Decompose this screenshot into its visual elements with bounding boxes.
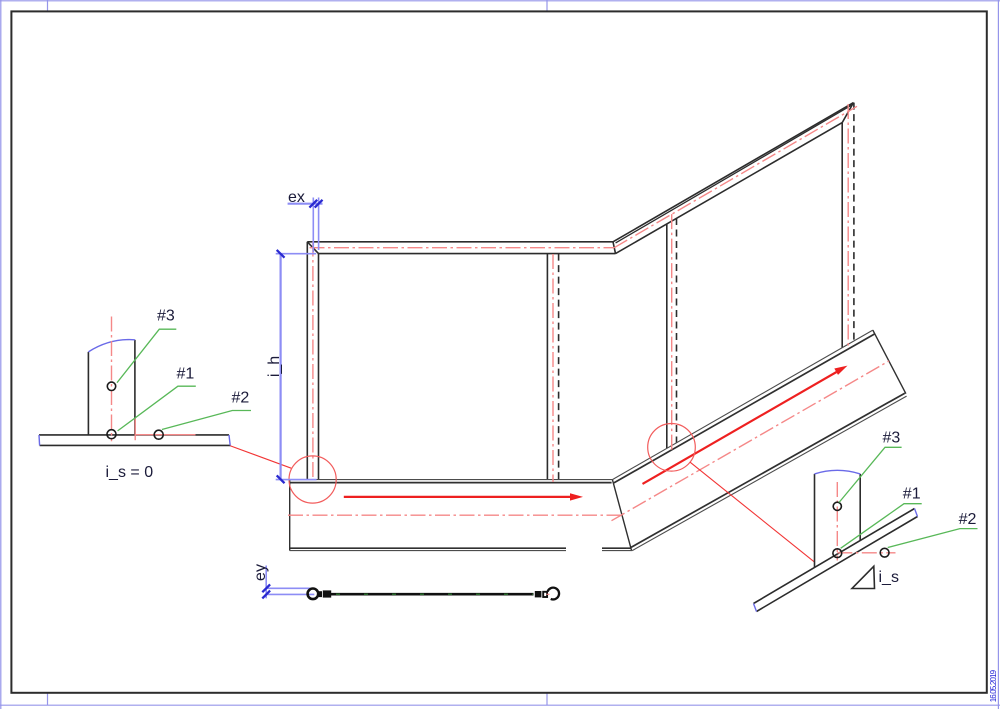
svg-text:#2: #2 — [959, 511, 977, 528]
svg-text:ex: ex — [288, 189, 305, 206]
svg-text:i_h: i_h — [266, 356, 283, 377]
svg-text:ey: ey — [252, 564, 269, 581]
svg-text:#3: #3 — [883, 430, 901, 447]
svg-text:i_s: i_s — [879, 569, 899, 586]
svg-text:#1: #1 — [903, 486, 921, 503]
svg-text:#2: #2 — [232, 389, 250, 406]
svg-text:#3: #3 — [157, 308, 175, 325]
svg-text:16.05.2019: 16.05.2019 — [989, 669, 998, 702]
svg-text:i_s = 0: i_s = 0 — [106, 464, 154, 481]
svg-text:#1: #1 — [177, 365, 195, 382]
